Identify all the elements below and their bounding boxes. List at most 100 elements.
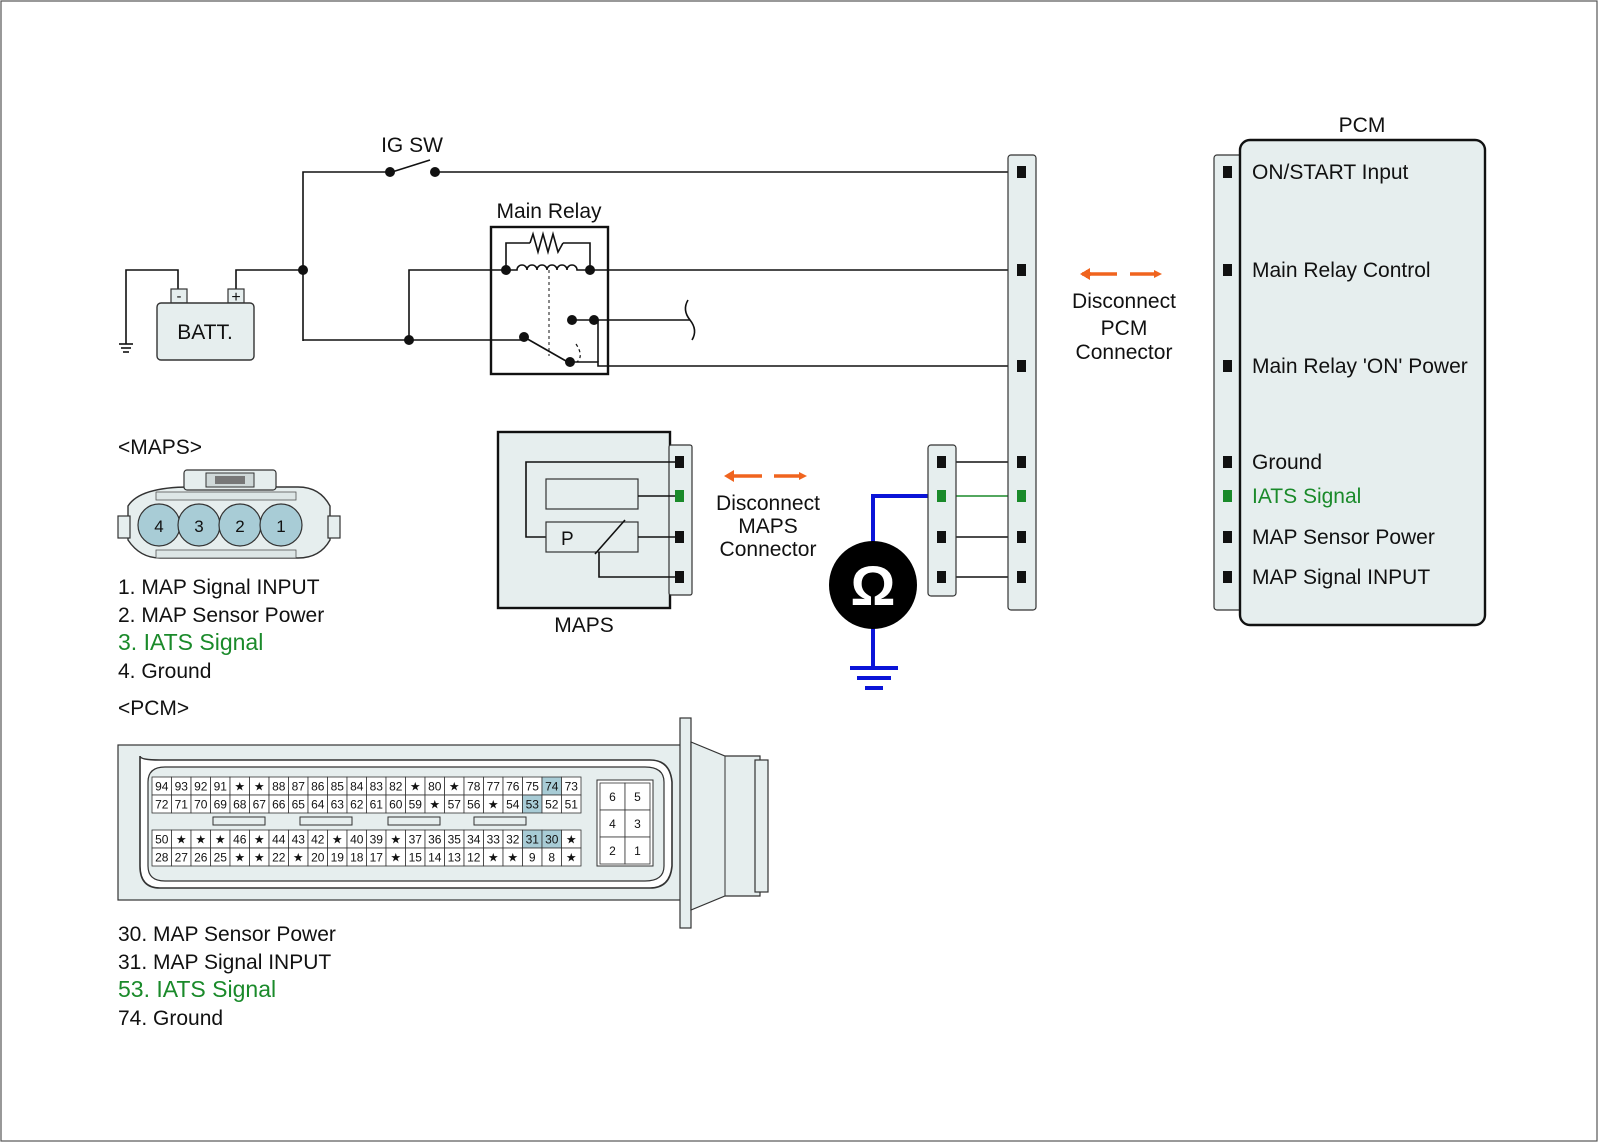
pcm-pin-number: 27 bbox=[175, 851, 189, 865]
maps-sensor-pins bbox=[668, 444, 693, 596]
pcm-pin-number: 52 bbox=[545, 798, 559, 812]
pcm-pin-number: 51 bbox=[565, 798, 579, 812]
battery: - + BATT. bbox=[156, 288, 255, 361]
pcm-pin-number: ★ bbox=[390, 833, 401, 847]
pcm-body bbox=[1238, 138, 1487, 627]
pcm-side-number: 3 bbox=[634, 817, 641, 831]
pcm-pin-number: 63 bbox=[331, 798, 345, 812]
pcm-pin-number: 61 bbox=[370, 798, 384, 812]
battery-minus-sign: - bbox=[177, 288, 182, 305]
pcm-pin-number: 19 bbox=[331, 851, 345, 865]
pcm-pin-number: 88 bbox=[272, 780, 286, 794]
pcm-pin-number: 85 bbox=[331, 780, 345, 794]
maps-harness-connector bbox=[927, 444, 957, 597]
pcm-pin-cell bbox=[561, 847, 582, 867]
pcm-pin-number: ★ bbox=[176, 833, 187, 847]
pcm-pin-number: ★ bbox=[488, 851, 499, 865]
pcm-pin-number: 78 bbox=[467, 780, 481, 794]
pcm-pin-number: ★ bbox=[293, 851, 304, 865]
pcm-pin-label: Main Relay 'ON' Power bbox=[1252, 355, 1468, 378]
pcm-pin-number: ★ bbox=[254, 851, 265, 865]
pcm-pin-number: ★ bbox=[332, 833, 343, 847]
pcm-pin-number: 35 bbox=[448, 833, 462, 847]
pcm-pin-number: 56 bbox=[467, 798, 481, 812]
pcm-pin-number: 59 bbox=[409, 798, 423, 812]
pcm-pin-number: 93 bbox=[175, 780, 189, 794]
pcm-pin-number: ★ bbox=[254, 780, 265, 794]
pcm-pin-number: 60 bbox=[389, 798, 403, 812]
pcm-side-number: 6 bbox=[609, 790, 616, 804]
pcm-pin-number: 15 bbox=[409, 851, 423, 865]
pcm-pin-number: 42 bbox=[311, 833, 325, 847]
pcm-pin-number: ★ bbox=[234, 851, 245, 865]
pcm-pin-number: 39 bbox=[370, 833, 384, 847]
maps-p-label: P bbox=[561, 529, 574, 550]
disconnect-maps-arrows bbox=[724, 268, 1090, 482]
pcm-pin-number: 77 bbox=[487, 780, 501, 794]
pcm-pin-label: MAP Sensor Power bbox=[1252, 526, 1435, 549]
disconnect-maps-line1: Disconnect bbox=[716, 492, 820, 515]
pcm-pin-number: ★ bbox=[429, 798, 440, 812]
maps-sensor: P bbox=[496, 430, 693, 610]
maps-connector-title: <MAPS> bbox=[118, 436, 202, 459]
main-relay-label: Main Relay bbox=[496, 200, 602, 223]
pcm-pin-label: Main Relay Control bbox=[1252, 259, 1431, 282]
pcm-pin-marker bbox=[1223, 360, 1232, 372]
pcm-pin-number: 43 bbox=[292, 833, 306, 847]
maps-pin-number: 2 bbox=[235, 517, 244, 536]
pcm-side-number: 2 bbox=[609, 844, 616, 858]
pcm-harness-strip bbox=[1007, 154, 1037, 611]
ig-switch-label: IG SW bbox=[381, 134, 443, 157]
pcm-pin-number: 34 bbox=[467, 833, 481, 847]
pcm-pin-number: 75 bbox=[526, 780, 540, 794]
maps-label: MAPS bbox=[554, 614, 614, 637]
main-relay-box bbox=[489, 225, 610, 376]
pcm-pin-label: ON/START Input bbox=[1252, 161, 1409, 184]
pcm-pin-number: 53 bbox=[526, 798, 540, 812]
pcm-pin-number: 91 bbox=[214, 780, 228, 794]
pcm-pin-number: 37 bbox=[409, 833, 423, 847]
legend-item: 53. IATS Signal bbox=[118, 976, 276, 1002]
pcm-pin-number: ★ bbox=[410, 780, 421, 794]
pcm-pin-number: ★ bbox=[254, 833, 265, 847]
pcm-pin-number: 64 bbox=[311, 798, 325, 812]
pcm-pin-number: 74 bbox=[545, 780, 559, 794]
legend-item: 1. MAP Signal INPUT bbox=[118, 576, 320, 599]
pcm-pin-number: 71 bbox=[175, 798, 189, 812]
pcm-pin-number: 44 bbox=[272, 833, 286, 847]
pcm-pin-number: 46 bbox=[233, 833, 247, 847]
ohmmeter: Ω bbox=[829, 541, 917, 629]
disconnect-pcm-line3: Connector bbox=[1076, 341, 1173, 364]
pcm-pin-number: 80 bbox=[428, 780, 442, 794]
pcm-pin-number: 83 bbox=[370, 780, 384, 794]
pcm-pin-number: 84 bbox=[350, 780, 364, 794]
pcm-pin-number: 12 bbox=[467, 851, 481, 865]
pcm-pin-number: ★ bbox=[449, 780, 460, 794]
disconnect-maps-line2: MAPS bbox=[738, 515, 798, 538]
pcm-pin-label: MAP Signal INPUT bbox=[1252, 566, 1430, 589]
disconnect-pcm-line2: PCM bbox=[1101, 317, 1148, 340]
maps-pin-number: 1 bbox=[276, 517, 285, 536]
battery-body bbox=[156, 302, 255, 361]
pcm-pin-label: IATS Signal bbox=[1252, 485, 1361, 508]
ohm-symbol: Ω bbox=[851, 554, 896, 617]
pcm-side-number: 1 bbox=[634, 844, 641, 858]
pcm-pin-number: 92 bbox=[194, 780, 208, 794]
pcm-pin-number: 73 bbox=[565, 780, 579, 794]
pcm-side-cell bbox=[599, 782, 626, 811]
pcm-pin-number: 72 bbox=[155, 798, 169, 812]
pcm-pin-number: 66 bbox=[272, 798, 286, 812]
maps-sensor-body bbox=[496, 430, 672, 610]
pcm-pin-number: ★ bbox=[566, 833, 577, 847]
pcm-pin-number: ★ bbox=[234, 780, 245, 794]
pcm-pin-number: 86 bbox=[311, 780, 325, 794]
legend-item: 2. MAP Sensor Power bbox=[118, 604, 324, 627]
pcm-pin-number: ★ bbox=[195, 833, 206, 847]
pcm-pin-marker bbox=[1223, 531, 1232, 543]
legend-item: 74. Ground bbox=[118, 1007, 223, 1030]
